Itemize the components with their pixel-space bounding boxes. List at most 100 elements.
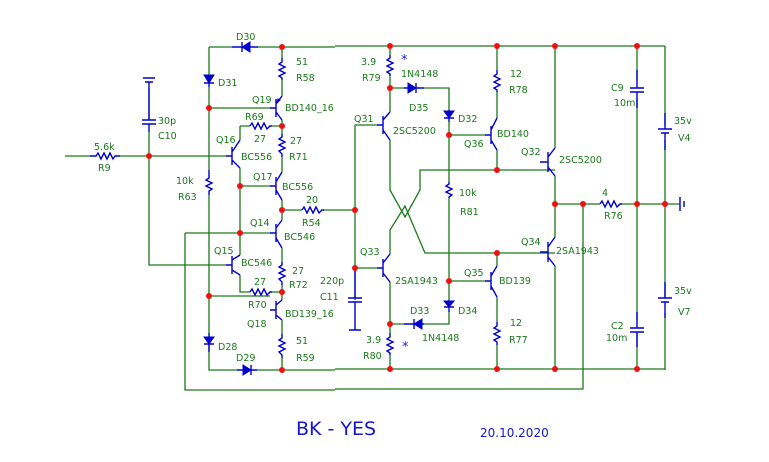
c11-value: 220p — [320, 276, 344, 287]
c2-value: 10m — [606, 333, 627, 344]
resistor-r81[interactable] — [444, 182, 454, 198]
q18-value: BD139_16 — [285, 309, 334, 320]
resistor-r77[interactable] — [492, 322, 502, 345]
junction-dot — [352, 207, 358, 213]
transistor-q32[interactable] — [540, 147, 556, 177]
junction-dot — [446, 132, 452, 138]
q19-ref: Q19 — [252, 95, 272, 106]
transistor-q36[interactable] — [485, 117, 498, 151]
q15-ref: Q15 — [214, 246, 234, 257]
c9-value: 10m — [614, 98, 635, 109]
junction-dot — [494, 366, 500, 372]
junction-dot — [279, 367, 285, 373]
resistor-r69[interactable] — [249, 121, 272, 131]
cross-wire-b — [389, 204, 555, 254]
q35-value: BD139 — [499, 276, 531, 287]
r80-value: 3.9 — [366, 335, 381, 346]
resistor-r54[interactable] — [301, 205, 324, 215]
resistor-r63[interactable] — [204, 170, 214, 195]
r77-value: 12 — [510, 318, 522, 329]
r63-value: 10k — [176, 176, 194, 187]
capacitor-c11[interactable] — [348, 268, 362, 331]
transistor-q34[interactable] — [540, 236, 556, 267]
r72-value: 27 — [292, 266, 304, 277]
transistor-q14[interactable] — [270, 219, 283, 249]
transistor-q33[interactable] — [377, 253, 391, 283]
c9-ref: C9 — [611, 83, 624, 94]
q16-ref: Q16 — [216, 135, 236, 146]
d31-ref: D31 — [218, 78, 237, 89]
transistor-q17[interactable] — [270, 171, 283, 201]
transistor-q15[interactable] — [226, 254, 241, 276]
v7-ref: V7 — [678, 307, 691, 318]
junction-dot — [279, 123, 285, 129]
resistor-r76[interactable] — [599, 199, 622, 209]
battery-v7[interactable] — [658, 282, 672, 318]
r78-ref: R78 — [509, 85, 528, 96]
capacitor-c10[interactable] — [142, 77, 156, 132]
d32-ref: D32 — [458, 114, 477, 125]
junction-dot — [494, 43, 500, 49]
diode-d32[interactable] — [443, 110, 455, 122]
r80-mark: * — [402, 340, 409, 355]
diode-d31[interactable] — [203, 74, 215, 87]
q36-value: BD140 — [497, 129, 529, 140]
junction-dot — [387, 43, 393, 49]
transistor-q16[interactable] — [226, 139, 241, 169]
diode-d33[interactable] — [404, 318, 424, 330]
junction-dot — [146, 153, 152, 159]
schematic-date: 20.10.2020 — [480, 426, 549, 440]
diode-d29[interactable] — [237, 364, 257, 376]
transistor-q18[interactable] — [270, 299, 283, 321]
top-rail-wire — [209, 45, 665, 48]
d33-value: 1N4148 — [422, 333, 459, 344]
transistor-q19[interactable] — [270, 95, 283, 121]
labels: 5.6k R9 30p C10 10k R63 D30 D31 D28 D29 … — [94, 32, 692, 364]
diode-d30[interactable] — [232, 41, 258, 53]
resistor-r71[interactable] — [277, 134, 287, 157]
diode-d34[interactable] — [442, 300, 456, 312]
q33-ref: Q33 — [360, 247, 380, 258]
capacitor-c2[interactable] — [630, 312, 644, 347]
r54-value: 20 — [306, 195, 318, 206]
v4-value: 35v — [674, 116, 692, 127]
q33-value: 2SA1943 — [395, 276, 438, 287]
resistor-r78[interactable] — [492, 70, 502, 92]
junction-dot — [279, 44, 285, 50]
v4-ref: V4 — [678, 133, 691, 144]
junction-dot — [352, 265, 358, 271]
junction-dot — [634, 366, 640, 372]
transistor-q35[interactable] — [485, 265, 498, 298]
resistor-r9[interactable] — [90, 151, 120, 161]
resistor-r72[interactable] — [277, 262, 287, 285]
q14-value: BC546 — [284, 232, 315, 243]
q14-ref: Q14 — [250, 218, 270, 229]
feedback-loop-wire — [184, 204, 584, 391]
junction-dot — [552, 366, 558, 372]
resistor-r58[interactable] — [277, 58, 287, 80]
resistor-r79[interactable] — [385, 55, 395, 76]
r76-value: 4 — [602, 188, 608, 199]
r9-value: 5.6k — [94, 142, 115, 153]
battery-v4[interactable] — [658, 113, 672, 150]
junction-dot — [387, 85, 393, 91]
diode-d28[interactable] — [203, 333, 215, 352]
r77-ref: R77 — [509, 335, 528, 346]
resistor-r70[interactable] — [249, 287, 272, 297]
junctions — [146, 43, 668, 373]
resistor-r59[interactable] — [277, 334, 287, 358]
q33-collector-wire — [389, 281, 450, 325]
c11-ref: C11 — [320, 292, 339, 303]
transistor-q31[interactable] — [377, 111, 391, 141]
q31-collector-wire — [389, 46, 450, 135]
resistor-r80[interactable] — [385, 333, 395, 355]
capacitor-c9[interactable] — [630, 70, 644, 108]
q19-value: BD140_16 — [285, 103, 334, 114]
d35-ref: D35 — [409, 103, 428, 114]
q18-ref: Q18 — [247, 319, 267, 330]
d35-value: 1N4148 — [401, 69, 438, 80]
r58-ref: R58 — [296, 73, 315, 84]
junction-dot — [237, 183, 243, 189]
diode-d35[interactable] — [404, 82, 424, 94]
d28-ref: D28 — [218, 342, 237, 353]
